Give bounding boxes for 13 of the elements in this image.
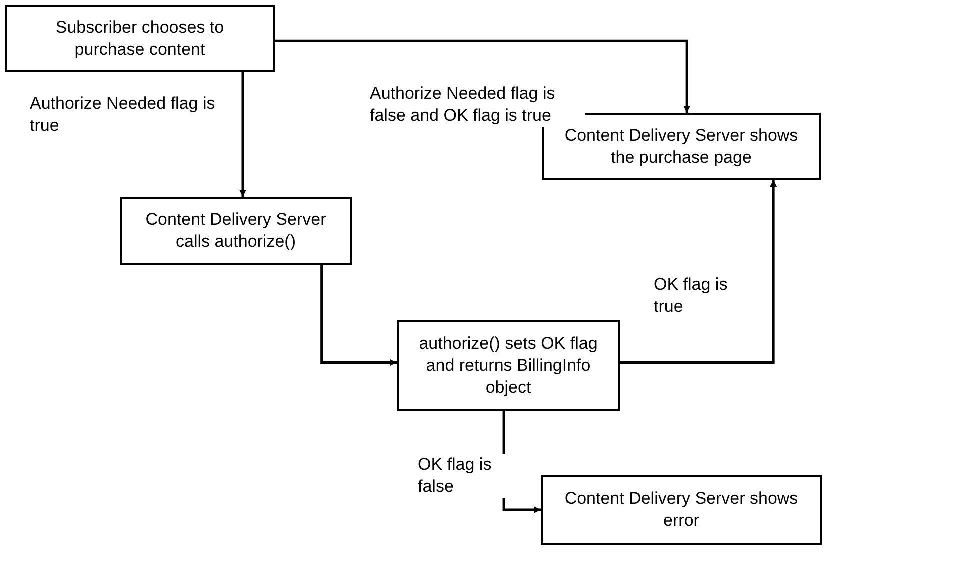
box-text: Content Delivery Server shows error [564,488,800,532]
arrow [320,265,397,366]
arrow [275,40,691,113]
arrow [620,180,778,364]
box-text: Subscriber chooses to purchase content [54,16,226,60]
box-text: authorize() sets OK flag and returns BillingInfo object [418,332,599,398]
process-box [397,320,620,411]
arrow [240,72,246,197]
process-box [541,475,822,545]
process-box [5,5,275,72]
box-text: Content Delivery Server shows the purchase page [564,124,800,168]
box-text: Content Delivery Server calls authorize() [144,209,328,253]
process-box [120,197,352,265]
